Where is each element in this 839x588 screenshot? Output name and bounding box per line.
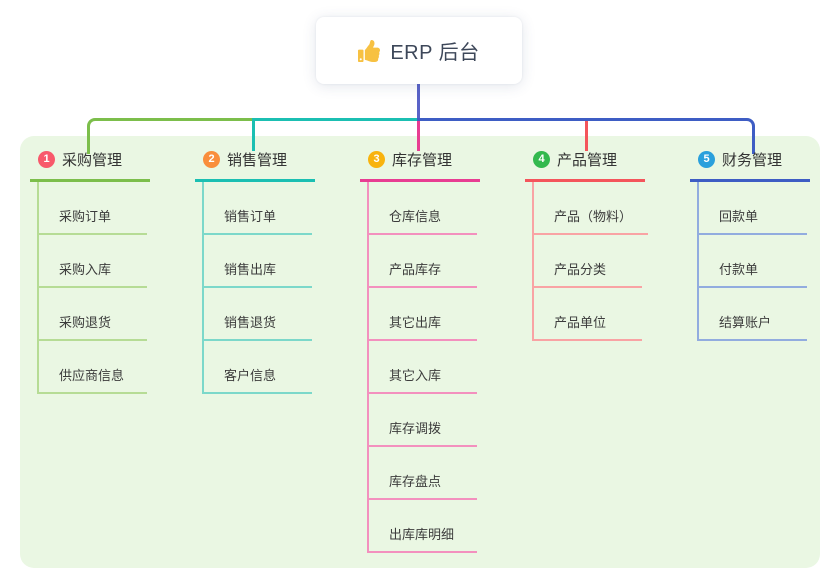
branch-4-children: 产品（物料）产品分类产品单位 bbox=[532, 182, 675, 341]
branch-1-node[interactable]: 1 采购管理 bbox=[30, 143, 150, 182]
branch-title: 产品管理 bbox=[557, 152, 618, 169]
root-node[interactable]: ERP 后台 bbox=[316, 17, 522, 84]
root-node-title: ERP 后台 bbox=[390, 42, 480, 64]
mindmap-panel bbox=[20, 136, 820, 568]
child-node[interactable]: 库存调拨 bbox=[369, 394, 477, 447]
branch-4-node[interactable]: 4 产品管理 bbox=[525, 143, 645, 182]
branch-1-children: 采购订单采购入库采购退货供应商信息 bbox=[37, 182, 180, 394]
child-node[interactable]: 仓库信息 bbox=[369, 182, 477, 235]
branch-4: 4 产品管理产品（物料）产品分类产品单位 bbox=[525, 143, 675, 341]
branch-4-number-badge: 4 bbox=[533, 151, 550, 168]
child-node[interactable]: 其它入库 bbox=[369, 341, 477, 394]
child-node[interactable]: 产品库存 bbox=[369, 235, 477, 288]
branch-2-node[interactable]: 2 销售管理 bbox=[195, 143, 315, 182]
branch-5: 5 财务管理回款单付款单结算账户 bbox=[690, 143, 839, 341]
child-node[interactable]: 销售订单 bbox=[204, 182, 312, 235]
branch-1: 1 采购管理采购订单采购入库采购退货供应商信息 bbox=[30, 143, 180, 394]
child-node[interactable]: 出库库明细 bbox=[369, 500, 477, 553]
child-node[interactable]: 销售出库 bbox=[204, 235, 312, 288]
child-node[interactable]: 采购入库 bbox=[39, 235, 147, 288]
child-node[interactable]: 其它出库 bbox=[369, 288, 477, 341]
branch-3-number-badge: 3 bbox=[368, 151, 385, 168]
branch-3: 3 库存管理仓库信息产品库存其它出库其它入库库存调拨库存盘点出库库明细 bbox=[360, 143, 510, 553]
child-node[interactable]: 结算账户 bbox=[699, 288, 807, 341]
branch-title: 销售管理 bbox=[227, 152, 288, 169]
connector-branch-5-elbow bbox=[417, 118, 755, 154]
child-node[interactable]: 产品分类 bbox=[534, 235, 642, 288]
connector-branch-2-drop bbox=[252, 118, 255, 151]
thumbs-up-icon bbox=[358, 39, 381, 62]
branch-title: 库存管理 bbox=[392, 152, 453, 169]
child-node[interactable]: 销售退货 bbox=[204, 288, 312, 341]
branch-5-node[interactable]: 5 财务管理 bbox=[690, 143, 810, 182]
branch-2-children: 销售订单销售出库销售退货客户信息 bbox=[202, 182, 345, 394]
child-node[interactable]: 产品单位 bbox=[534, 288, 642, 341]
connector-branch-3-drop bbox=[417, 121, 420, 151]
branch-2-number-badge: 2 bbox=[203, 151, 220, 168]
connector-branch-1-elbow bbox=[87, 118, 255, 154]
branch-5-number-badge: 5 bbox=[698, 151, 715, 168]
child-node[interactable]: 回款单 bbox=[699, 182, 807, 235]
child-node[interactable]: 库存盘点 bbox=[369, 447, 477, 500]
child-node[interactable]: 客户信息 bbox=[204, 341, 312, 394]
branch-title: 财务管理 bbox=[722, 152, 783, 169]
root-connector-line bbox=[417, 84, 420, 119]
child-node[interactable]: 供应商信息 bbox=[39, 341, 147, 394]
branch-5-children: 回款单付款单结算账户 bbox=[697, 182, 839, 341]
connector-branch-4-drop bbox=[585, 121, 588, 151]
child-node[interactable]: 采购退货 bbox=[39, 288, 147, 341]
child-node[interactable]: 付款单 bbox=[699, 235, 807, 288]
child-node[interactable]: 产品（物料） bbox=[534, 182, 649, 235]
branch-title: 采购管理 bbox=[62, 152, 123, 169]
branch-2: 2 销售管理销售订单销售出库销售退货客户信息 bbox=[195, 143, 345, 394]
connector-branch-2-segment bbox=[252, 118, 417, 121]
branch-3-node[interactable]: 3 库存管理 bbox=[360, 143, 480, 182]
branch-1-number-badge: 1 bbox=[38, 151, 55, 168]
branch-3-children: 仓库信息产品库存其它出库其它入库库存调拨库存盘点出库库明细 bbox=[367, 182, 510, 553]
child-node[interactable]: 采购订单 bbox=[39, 182, 147, 235]
